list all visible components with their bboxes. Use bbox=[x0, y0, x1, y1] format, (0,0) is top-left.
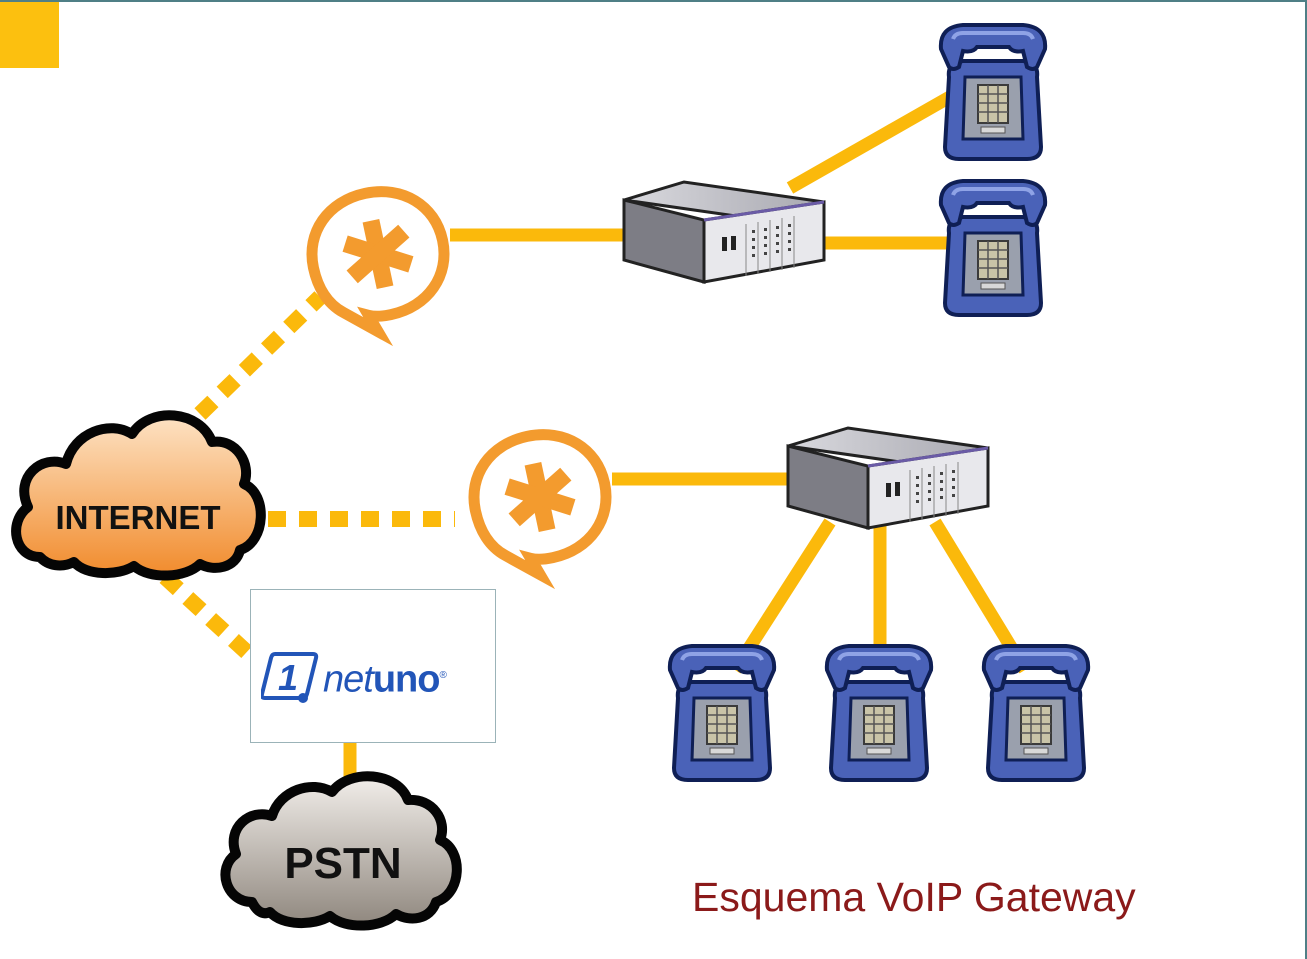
logo-net-text: net bbox=[323, 658, 374, 701]
asterisk-pbx-icon bbox=[301, 180, 459, 342]
corner-accent-square bbox=[0, 2, 59, 68]
pstn-cloud-label: PSTN bbox=[284, 839, 401, 888]
telephone-icon bbox=[667, 644, 777, 782]
voip-gateway-icon bbox=[786, 426, 990, 530]
telephone-icon bbox=[938, 179, 1048, 317]
logo-reg-mark: ® bbox=[439, 670, 446, 681]
telephone-icon bbox=[824, 644, 934, 782]
dashed-link-internet-to-provider bbox=[159, 571, 258, 663]
provider-logo: 1 netuno® bbox=[250, 589, 496, 743]
netuno-logo-icon: 1 bbox=[261, 652, 319, 703]
link-gateway-top-to-phone-1 bbox=[786, 88, 959, 194]
dashed-link-internet-to-pbx-top bbox=[194, 291, 326, 420]
logo-digit: 1 bbox=[278, 657, 298, 698]
telephone-icon bbox=[981, 644, 1091, 782]
voip-gateway-icon bbox=[622, 180, 826, 284]
internet-cloud-icon: INTERNET bbox=[11, 410, 266, 581]
diagram-caption: Esquema VoIP Gateway bbox=[692, 874, 1136, 920]
pstn-cloud-icon: PSTN bbox=[220, 771, 462, 931]
logo-uno-text: uno bbox=[372, 658, 441, 701]
telephone-icon bbox=[938, 23, 1048, 161]
internet-cloud-label: INTERNET bbox=[56, 499, 221, 536]
logo-wordmark: netuno® bbox=[323, 656, 447, 700]
asterisk-pbx-icon bbox=[463, 423, 621, 585]
